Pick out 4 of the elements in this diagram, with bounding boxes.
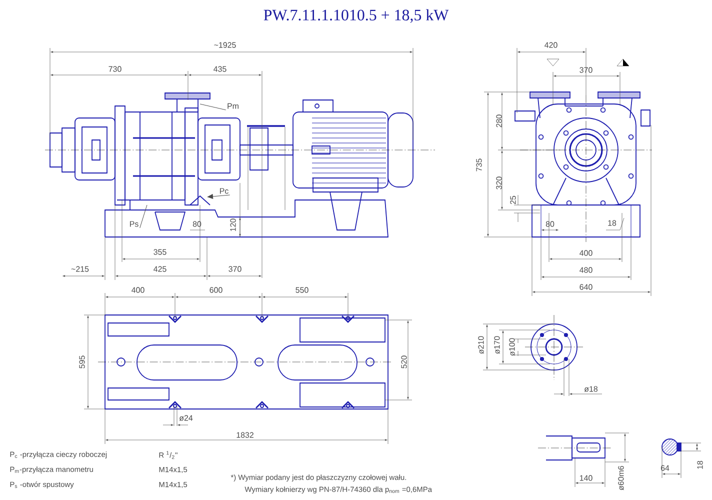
leader-line bbox=[140, 204, 148, 228]
title: PW.7.11.1.1010.5 + 18,5 kW bbox=[264, 9, 449, 23]
arrow bbox=[207, 194, 230, 199]
leader-line bbox=[200, 104, 226, 110]
